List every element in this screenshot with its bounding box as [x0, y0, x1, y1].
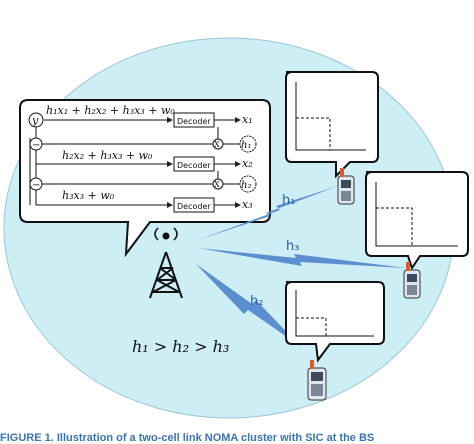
mobile-phone-icon	[337, 168, 355, 205]
output-symbol-3: x₃	[242, 198, 253, 211]
signal-label-row-3: h₃x₃ + w₀	[62, 189, 115, 202]
signal-label-row-1: h₁x₁ + h₂x₂ + h₃x₃ + w₀	[46, 104, 175, 117]
power-allocation-plot-icon-3	[285, 281, 385, 363]
channel-ordering: h₁ > h₂ > h₃	[132, 337, 229, 356]
svg-text:−: −	[32, 180, 40, 191]
beam-h1	[198, 186, 338, 240]
output-symbol-2: x₂	[242, 157, 253, 170]
signal-label-row-2: h₂x₂ + h₃x₃ + w₀	[62, 149, 153, 162]
svg-text:−: −	[32, 140, 40, 151]
figure-caption: FIGURE 1. Illustration of a two-cell lin…	[0, 432, 375, 444]
gain-label-2: h₂	[241, 180, 251, 191]
svg-text:X: X	[214, 180, 220, 189]
channel-label-h2: h₂	[250, 294, 263, 309]
channel-beams	[196, 186, 406, 346]
channel-label-h1: h₁	[282, 193, 295, 208]
power-allocation-plot-icon-2	[365, 171, 469, 271]
decoder-label-2: Decoder	[177, 161, 211, 170]
svg-text:X: X	[214, 140, 220, 149]
mobile-phone-icon-3	[307, 360, 327, 401]
gain-label-1: h₁	[241, 140, 251, 151]
decoder-label-3: Decoder	[177, 202, 211, 211]
beam-h2	[196, 264, 300, 346]
cell-tower-icon	[149, 227, 183, 299]
sic-block-diagram: y h₁x₁ + h₂x₂ + h₃x₃ + w₀ Decoder x₁ − X…	[28, 104, 257, 213]
channel-label-h3: h₃	[286, 239, 299, 254]
sic-receiver-callout	[19, 99, 271, 258]
input-symbol: y	[31, 114, 39, 127]
decoder-label-1: Decoder	[177, 117, 211, 126]
output-symbol-1: x₁	[242, 113, 253, 126]
power-allocation-plot-icon	[285, 71, 379, 179]
beam-h3	[198, 248, 406, 268]
mobile-phone-icon-2	[403, 262, 421, 299]
